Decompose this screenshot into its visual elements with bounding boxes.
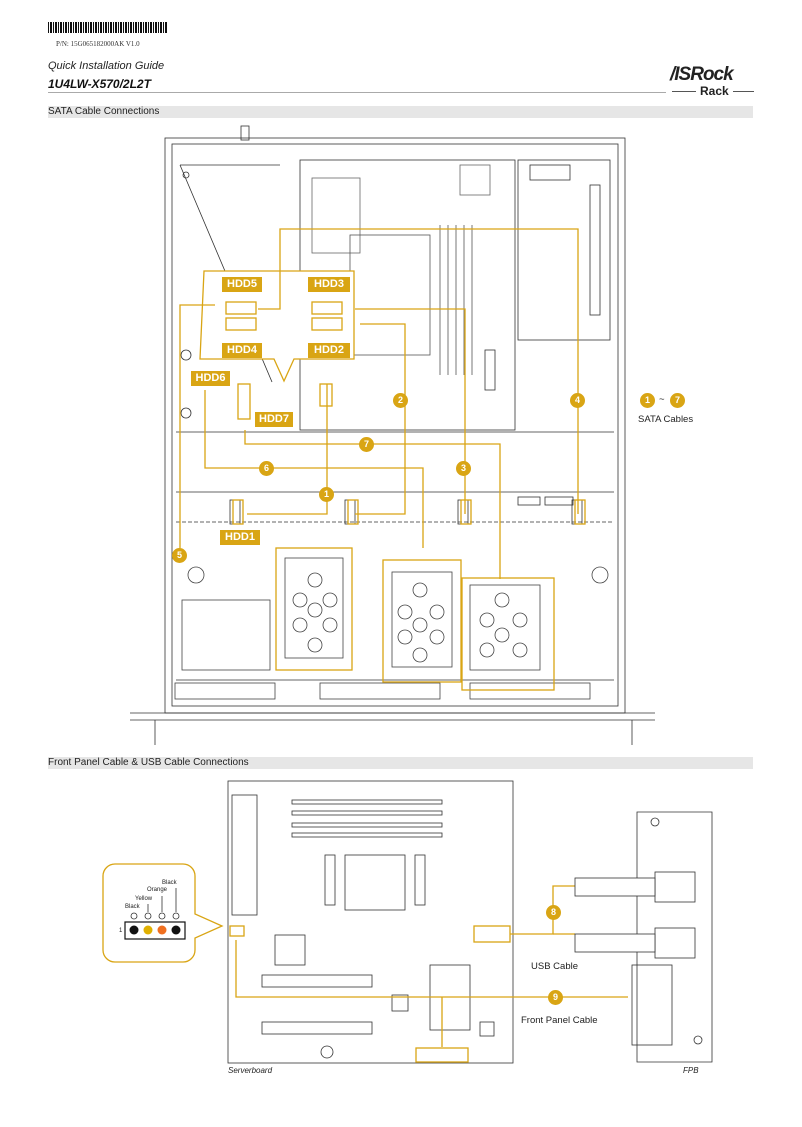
pin3-color-label: Orange: [147, 887, 168, 893]
cable-7-marker: 7: [359, 437, 374, 452]
legend-end-marker: 7: [670, 393, 685, 408]
hdd7-label: HDD7: [255, 412, 293, 427]
legend-sata-cables: SATA Cables: [638, 414, 694, 425]
asrock-rack-logo: Rack: [700, 84, 729, 98]
hdd3-label: HDD3: [308, 277, 350, 292]
hdd6-label: HDD6: [191, 371, 230, 386]
legend-start-marker: 1: [640, 393, 655, 408]
pin1-color-label: Black: [125, 904, 140, 910]
hdd1-label: HDD1: [220, 530, 260, 545]
cable-4-marker: 4: [570, 393, 585, 408]
cable-8-marker: 8: [546, 905, 561, 920]
pin-header: [124, 888, 186, 940]
cable-6-marker: 6: [259, 461, 274, 476]
motherboard: [299, 159, 516, 431]
serverboard-caption: Serverboard: [228, 1066, 273, 1075]
guide-title: Quick Installation Guide: [48, 60, 165, 72]
pin4-color-label: Black: [162, 880, 177, 886]
header-divider: [48, 92, 666, 93]
cable-3-marker: 3: [456, 461, 471, 476]
section-front-panel-title: Front Panel Cable & USB Cable Connection…: [48, 757, 753, 769]
section-sata-title: SATA Cable Connections: [48, 106, 753, 118]
fpb-board: [631, 811, 713, 1063]
legend-tilde: ~: [659, 394, 665, 405]
drive-bays: [174, 557, 609, 700]
serverboard: [227, 780, 514, 1064]
hdd4-label: HDD4: [222, 343, 262, 358]
pin2-color-label: Yellow: [135, 896, 153, 902]
hdd2-label: HDD2: [308, 343, 350, 358]
asrock-logo: /ISRock: [670, 64, 734, 85]
barcode: [48, 22, 167, 33]
cable-5-marker: 5: [172, 548, 187, 563]
front-panel-cable-label: Front Panel Cable: [521, 1015, 598, 1026]
psu: [517, 159, 611, 341]
fpb-caption: FPB: [683, 1066, 699, 1075]
cable-2-marker: 2: [393, 393, 408, 408]
usb-cable-label: USB Cable: [531, 961, 578, 972]
cable-1-marker: 1: [319, 487, 334, 502]
logo-line-left: [672, 91, 696, 92]
logo-line-right: [733, 91, 754, 92]
hdd5-label: HDD5: [222, 277, 262, 292]
cable-9-marker: 9: [548, 990, 563, 1005]
pin-number-label: 1: [119, 928, 123, 934]
part-number: P/N: 15G065182000AK V1.0: [56, 40, 140, 48]
model-name: 1U4LW-X570/2L2T: [48, 77, 151, 91]
chassis-outline: [130, 125, 655, 745]
